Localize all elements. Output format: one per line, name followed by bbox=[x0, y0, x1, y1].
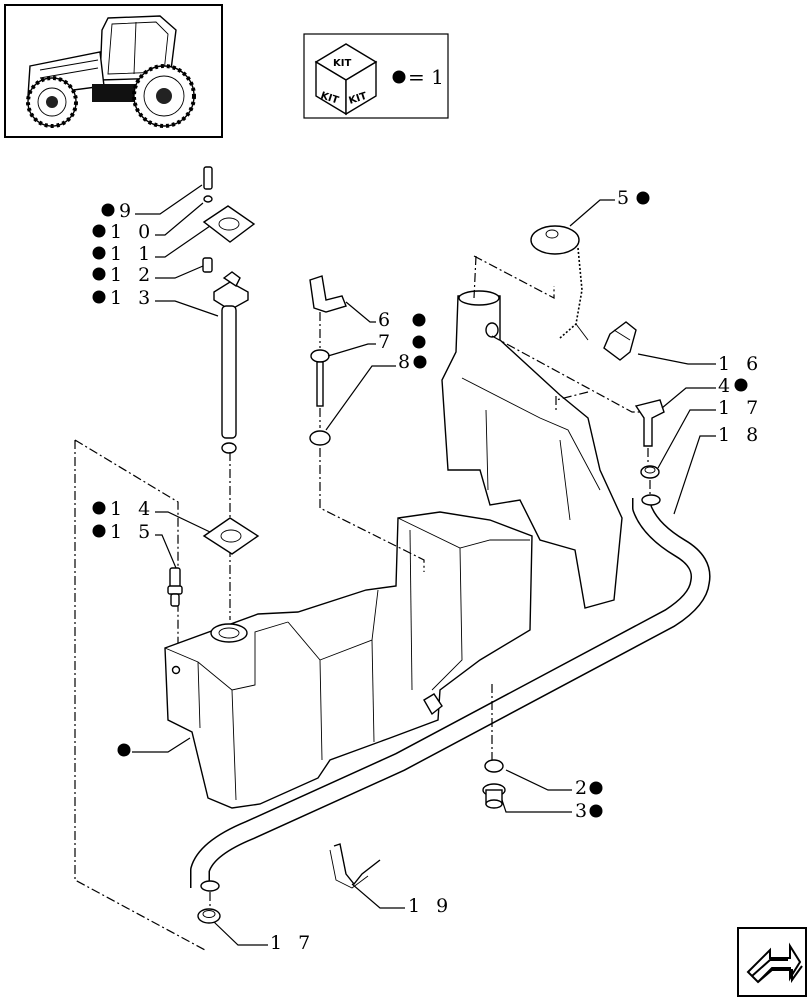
hose-clamp-part bbox=[640, 465, 660, 479]
kit-dot-icon bbox=[92, 524, 106, 538]
drain-plug-part bbox=[167, 567, 183, 607]
kit-label-left: KIT bbox=[319, 90, 340, 106]
callout-label-9: 9 bbox=[119, 200, 136, 222]
kit-dot-icon bbox=[92, 501, 106, 515]
kit-dot-icon bbox=[392, 70, 406, 84]
next-page-button[interactable] bbox=[737, 927, 807, 997]
callout-4[interactable]: 4 bbox=[661, 375, 748, 409]
callout-8[interactable]: 8 bbox=[325, 351, 427, 431]
kit-cube-icon bbox=[314, 43, 378, 116]
callout-tank[interactable] bbox=[117, 737, 191, 757]
callout-label-2: 2 bbox=[575, 777, 592, 799]
callout-label-14: 1 4 bbox=[110, 498, 155, 520]
callout-label-17-top: 1 7 bbox=[718, 397, 763, 419]
kit-label-top: KIT bbox=[333, 58, 351, 69]
callout-16[interactable]: 1 6 bbox=[637, 353, 763, 375]
gasket-part bbox=[202, 205, 256, 243]
next-page-arrow-icon bbox=[746, 942, 803, 984]
sensor-part bbox=[310, 349, 330, 407]
hose-clip-part bbox=[329, 843, 381, 889]
washer-part bbox=[484, 759, 504, 773]
callout-label-16: 1 6 bbox=[718, 353, 763, 375]
callout-6[interactable]: 6 bbox=[345, 301, 426, 331]
flange-gasket-part bbox=[202, 517, 260, 555]
callout-label-13: 1 3 bbox=[110, 287, 155, 309]
kit-legend-equals: = 1 bbox=[408, 65, 444, 89]
kit-dot-icon bbox=[413, 355, 427, 369]
callout-7[interactable]: 7 bbox=[327, 331, 426, 357]
callout-13[interactable]: 1 3 bbox=[92, 287, 219, 317]
callout-3[interactable]: 3 bbox=[501, 799, 603, 822]
kit-dot-icon bbox=[412, 313, 426, 327]
hose-fitting-part bbox=[634, 399, 665, 447]
kit-label-right: KIT bbox=[348, 91, 369, 107]
callout-label-8: 8 bbox=[398, 351, 415, 373]
callout-label-17-bottom: 1 7 bbox=[270, 932, 315, 954]
callout-5[interactable]: 5 bbox=[569, 187, 650, 227]
grommet-part bbox=[309, 430, 331, 446]
callout-17-bottom[interactable]: 1 7 bbox=[213, 921, 315, 954]
tractor-thumbnail[interactable] bbox=[4, 4, 223, 138]
callout-label-12: 1 2 bbox=[110, 264, 155, 286]
callout-19[interactable]: 1 9 bbox=[351, 883, 453, 917]
tractor-thumbnail-icon bbox=[26, 15, 196, 128]
hose-clamp-bottom-part bbox=[197, 908, 221, 924]
filler-cap-part bbox=[530, 225, 589, 341]
kit-dot-icon bbox=[589, 804, 603, 818]
callout-17-top[interactable]: 1 7 bbox=[657, 397, 763, 469]
spacer-part bbox=[202, 257, 213, 273]
bottom-plug-part bbox=[482, 783, 506, 809]
kit-legend: KIT KIT KIT = 1 bbox=[303, 33, 449, 119]
callout-label-3: 3 bbox=[575, 800, 592, 822]
kit-dot-icon bbox=[92, 290, 106, 304]
kit-dot-icon bbox=[117, 743, 131, 757]
kit-dot-icon bbox=[92, 224, 106, 238]
kit-dot-icon bbox=[636, 191, 650, 205]
kit-dot-icon bbox=[101, 203, 115, 217]
bracket-clip-part bbox=[603, 321, 637, 361]
kit-dot-icon bbox=[589, 781, 603, 795]
callout-14[interactable]: 1 4 bbox=[92, 498, 211, 533]
fuel-tank-part bbox=[164, 290, 623, 809]
callout-label-7: 7 bbox=[378, 331, 395, 353]
kit-dot-icon bbox=[92, 246, 106, 260]
callout-label-10: 1 0 bbox=[110, 221, 155, 243]
callout-11[interactable]: 1 1 bbox=[92, 225, 211, 265]
callout-9[interactable]: 9 bbox=[101, 184, 203, 222]
callout-label-11: 1 1 bbox=[110, 243, 155, 265]
elbow-fitting-part bbox=[309, 275, 347, 313]
callout-18[interactable]: 1 8 bbox=[673, 424, 763, 515]
kit-dot-icon bbox=[734, 378, 748, 392]
callout-label-4: 4 bbox=[718, 375, 735, 397]
bolt-part bbox=[203, 166, 213, 203]
callout-2[interactable]: 2 bbox=[505, 769, 603, 799]
fuel-hose-part bbox=[190, 494, 711, 892]
callout-10[interactable]: 1 0 bbox=[92, 202, 204, 243]
kit-dot-icon bbox=[92, 267, 106, 281]
callout-label-19: 1 9 bbox=[408, 895, 453, 917]
kit-dot-icon bbox=[412, 335, 426, 349]
callout-label-5: 5 bbox=[617, 187, 634, 209]
callout-12[interactable]: 1 2 bbox=[92, 264, 204, 286]
callout-label-6: 6 bbox=[378, 309, 395, 331]
callout-label-18: 1 8 bbox=[718, 424, 763, 446]
callout-15[interactable]: 1 5 bbox=[92, 521, 177, 569]
callout-label-15: 1 5 bbox=[110, 521, 155, 543]
fuel-sender-part bbox=[213, 271, 249, 454]
